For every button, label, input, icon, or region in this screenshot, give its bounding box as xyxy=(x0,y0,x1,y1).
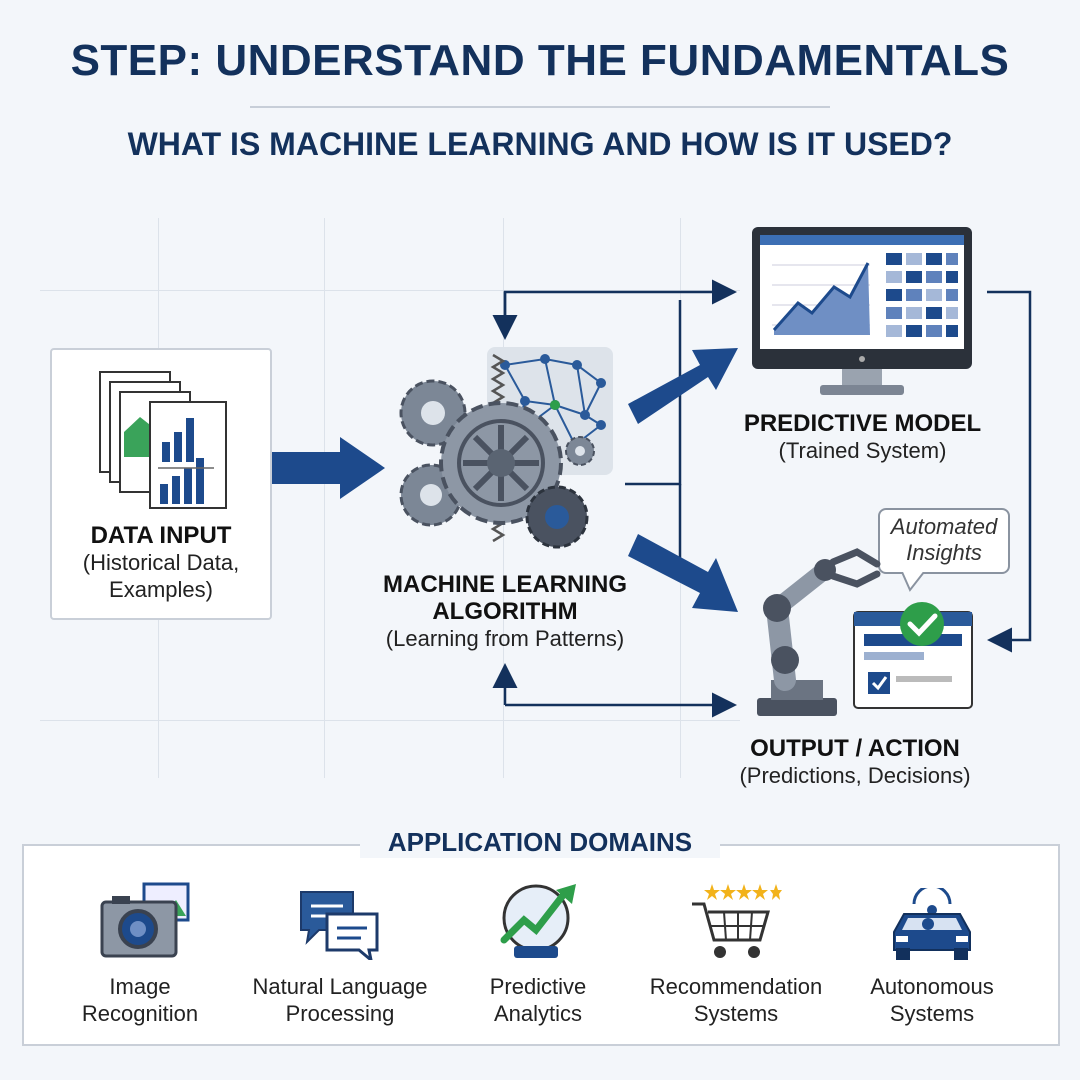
car-icon xyxy=(893,888,971,960)
algorithm-caption: (Learning from Patterns) xyxy=(385,626,625,651)
page-title: STEP: UNDERSTAND THE FUNDAMENTALS xyxy=(70,36,1010,85)
data-input-desc-1: (Historical Data, xyxy=(82,550,240,575)
algorithm-title-1: MACHINE LEARNING xyxy=(383,571,627,598)
domain-label-line-2: Recognition xyxy=(81,1001,199,1026)
arrow-input-to-algorithm xyxy=(270,437,385,499)
page-subtitle: WHAT IS MACHINE LEARNING AND HOW IS IT U… xyxy=(127,126,953,162)
domain-label-line-1: Autonomous xyxy=(870,974,994,999)
approval-window-icon xyxy=(853,602,973,709)
camera-icon xyxy=(100,882,190,958)
algorithm-label: MACHINE LEARNING ALGORITHM (Learning fro… xyxy=(360,571,650,652)
grid-line xyxy=(40,290,740,291)
data-input-label: DATA INPUT (Historical Data, Examples) xyxy=(52,522,270,603)
arrow-algorithm-to-model xyxy=(628,348,738,424)
robot-arm-icon xyxy=(757,548,881,716)
shopping-cart-stars-icon xyxy=(692,884,782,958)
domain-label-line-2: Systems xyxy=(693,1001,779,1026)
domain-label-line-1: Recommendation xyxy=(649,974,823,999)
bubble-tail xyxy=(901,572,925,592)
domain-label-line-1: Predictive xyxy=(489,974,587,999)
data-input-card: DATA INPUT (Historical Data, Examples) xyxy=(50,348,272,620)
crystal-ball-trend-icon xyxy=(500,884,576,958)
arrow-algorithm-to-output xyxy=(628,534,738,612)
domain-image-recognition: Image Recognition xyxy=(60,973,220,1027)
gears-network-icon xyxy=(399,347,613,549)
domain-label-line-2: Processing xyxy=(285,1001,395,1026)
output-label: OUTPUT / ACTION (Predictions, Decisions) xyxy=(710,735,1000,789)
predictive-model-title: PREDICTIVE MODEL xyxy=(743,410,982,437)
domain-label-line-2: Systems xyxy=(889,1001,975,1026)
domain-recommendation-systems: Recommendation Systems xyxy=(636,973,836,1027)
algorithm-title-2: ALGORITHM xyxy=(432,598,578,625)
grid-line xyxy=(324,218,325,778)
documents-chart-icon xyxy=(99,371,227,509)
domain-label-line-1: Image xyxy=(109,974,171,999)
grid-line xyxy=(40,720,740,721)
connector-algorithm-to-model xyxy=(503,279,737,335)
monitor-chart-icon xyxy=(752,227,972,395)
application-domains-title: APPLICATION DOMAINS xyxy=(360,827,720,858)
predictive-model-caption: (Trained System) xyxy=(778,438,947,463)
domain-label-line-2: Analytics xyxy=(493,1001,583,1026)
bubble-line-2: Insights xyxy=(906,540,982,565)
domain-natural-language-processing: Natural Language Processing xyxy=(240,973,440,1027)
automated-insights-bubble: Automated Insights xyxy=(878,508,1010,574)
data-input-title: DATA INPUT xyxy=(90,522,232,549)
bubble-line-1: Automated xyxy=(890,514,998,539)
domain-predictive-analytics: Predictive Analytics xyxy=(458,973,618,1027)
data-input-desc-2: Examples) xyxy=(109,577,213,602)
output-title: OUTPUT / ACTION xyxy=(750,735,960,762)
title-divider xyxy=(250,106,830,108)
domain-autonomous-systems: Autonomous Systems xyxy=(852,973,1012,1027)
output-caption: (Predictions, Decisions) xyxy=(739,763,971,788)
connector-model-to-output xyxy=(987,290,1032,653)
flow-connectors xyxy=(270,279,1032,718)
domain-label-line-1: Natural Language xyxy=(252,974,428,999)
chat-bubbles-icon xyxy=(300,891,379,960)
predictive-model-label: PREDICTIVE MODEL (Trained System) xyxy=(720,410,1005,464)
